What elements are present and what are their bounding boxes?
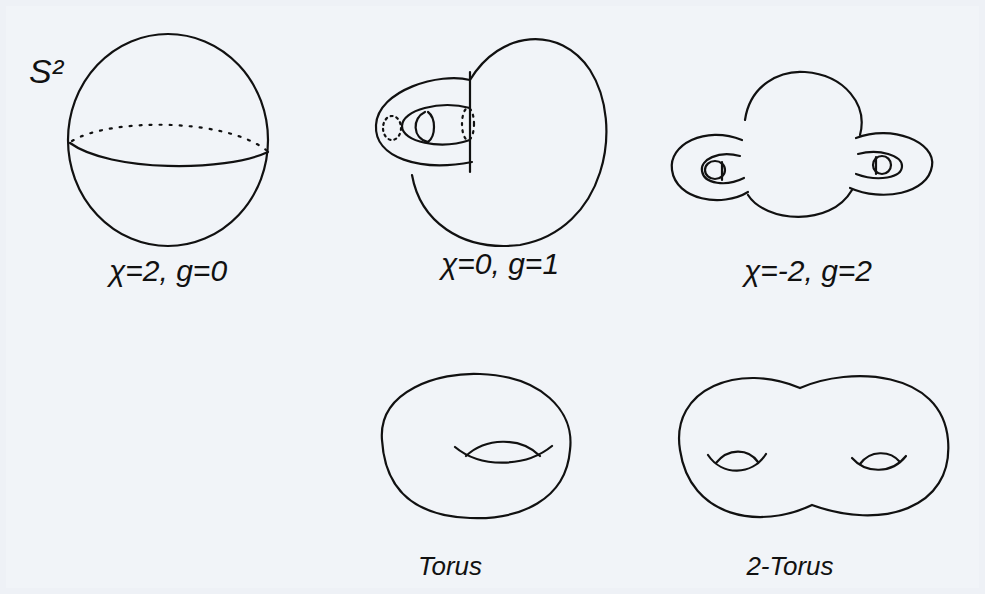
torus-figure: [382, 374, 571, 518]
sphere-figure: [68, 34, 268, 246]
caption-label: 2-Torus: [746, 552, 833, 581]
double-torus-figure: [679, 376, 948, 517]
caption-label: χ=2, g=0: [109, 254, 227, 287]
genus-two-figure: [672, 72, 933, 217]
caption-label: χ=0, g=1: [441, 247, 559, 280]
caption-label: Torus: [418, 552, 482, 581]
caption-label: χ=-2, g=2: [744, 254, 872, 287]
surface-name: S²: [29, 53, 63, 90]
paper-ground: [6, 6, 979, 588]
genus-one-figure: [376, 39, 606, 246]
